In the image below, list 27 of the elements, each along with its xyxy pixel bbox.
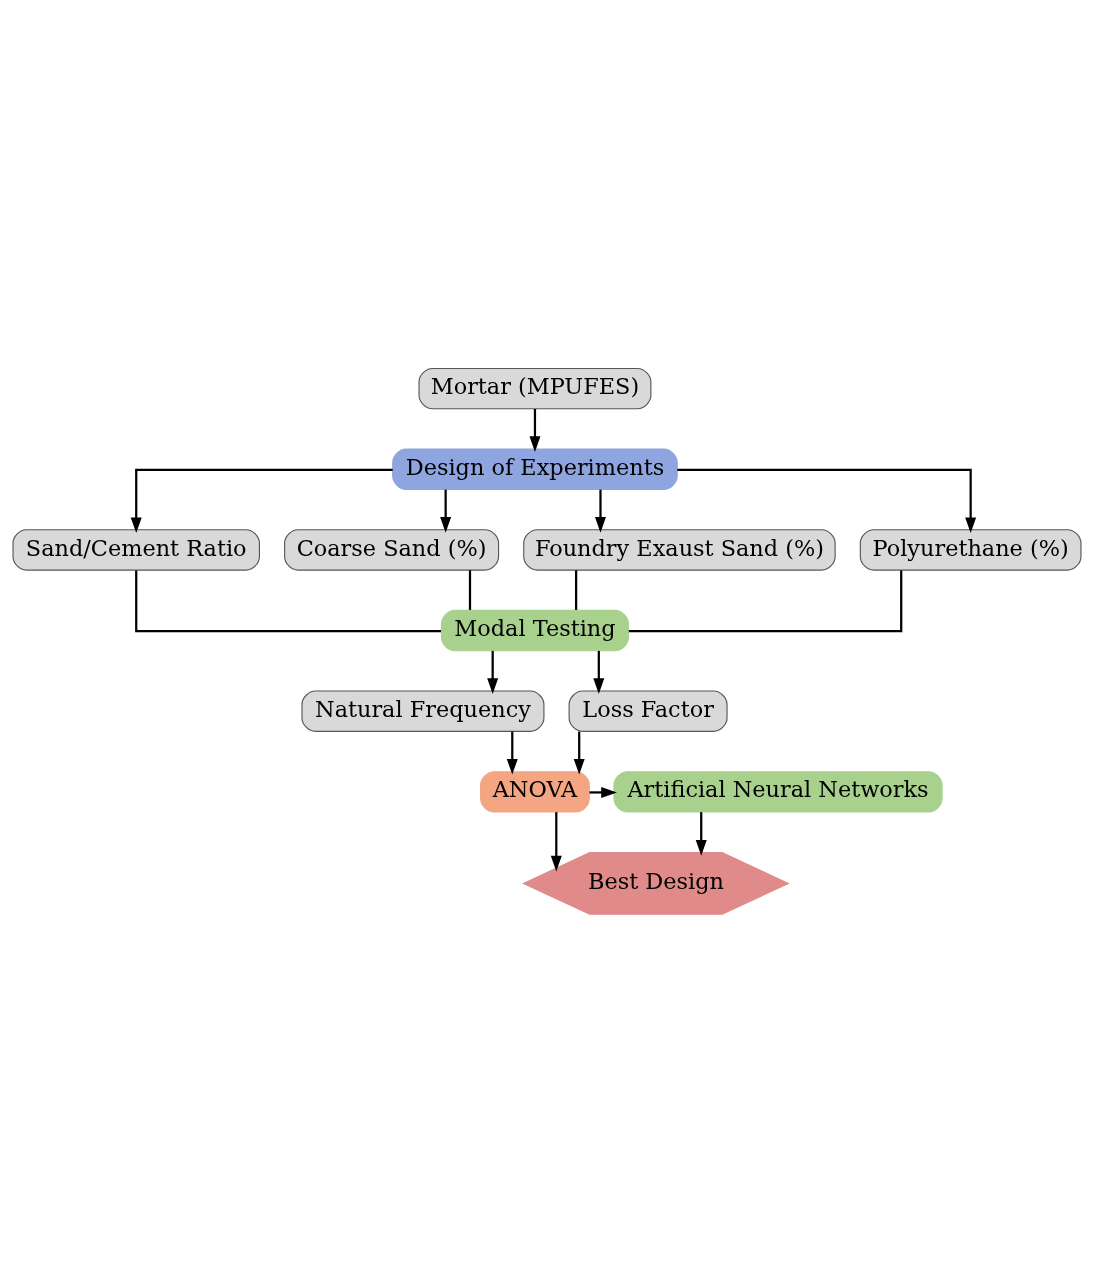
node-box: Mortar (MPUFES): [418, 367, 652, 410]
node-box: Foundry Exaust Sand (%): [523, 529, 836, 571]
node-box: Coarse Sand (%): [284, 529, 500, 571]
node-box: Natural Frequency: [301, 690, 545, 732]
node-box: Sand/Cement Ratio: [12, 529, 260, 571]
arrow: [573, 731, 585, 775]
arrow: [589, 786, 617, 798]
arrow: [695, 812, 707, 856]
arrow: [487, 650, 499, 694]
connector: [135, 570, 441, 633]
connector: [468, 570, 472, 610]
node-box: Artificial Neural Networks: [613, 771, 943, 813]
connector: [575, 570, 578, 610]
arrow: [550, 812, 562, 872]
arrow: [440, 489, 452, 533]
arrow: [130, 468, 393, 534]
node-box: Polyurethane (%): [859, 529, 1082, 571]
node-box: ANOVA: [480, 771, 590, 813]
node-box: Loss Factor: [568, 690, 728, 732]
node-box: Modal Testing: [440, 609, 630, 652]
node-box: Design of Experiments: [392, 448, 678, 490]
connector: [628, 570, 903, 633]
arrow: [594, 489, 606, 533]
arrow: [677, 468, 977, 534]
arrow: [593, 650, 605, 694]
arrow: [529, 409, 541, 453]
arrow: [506, 731, 518, 775]
